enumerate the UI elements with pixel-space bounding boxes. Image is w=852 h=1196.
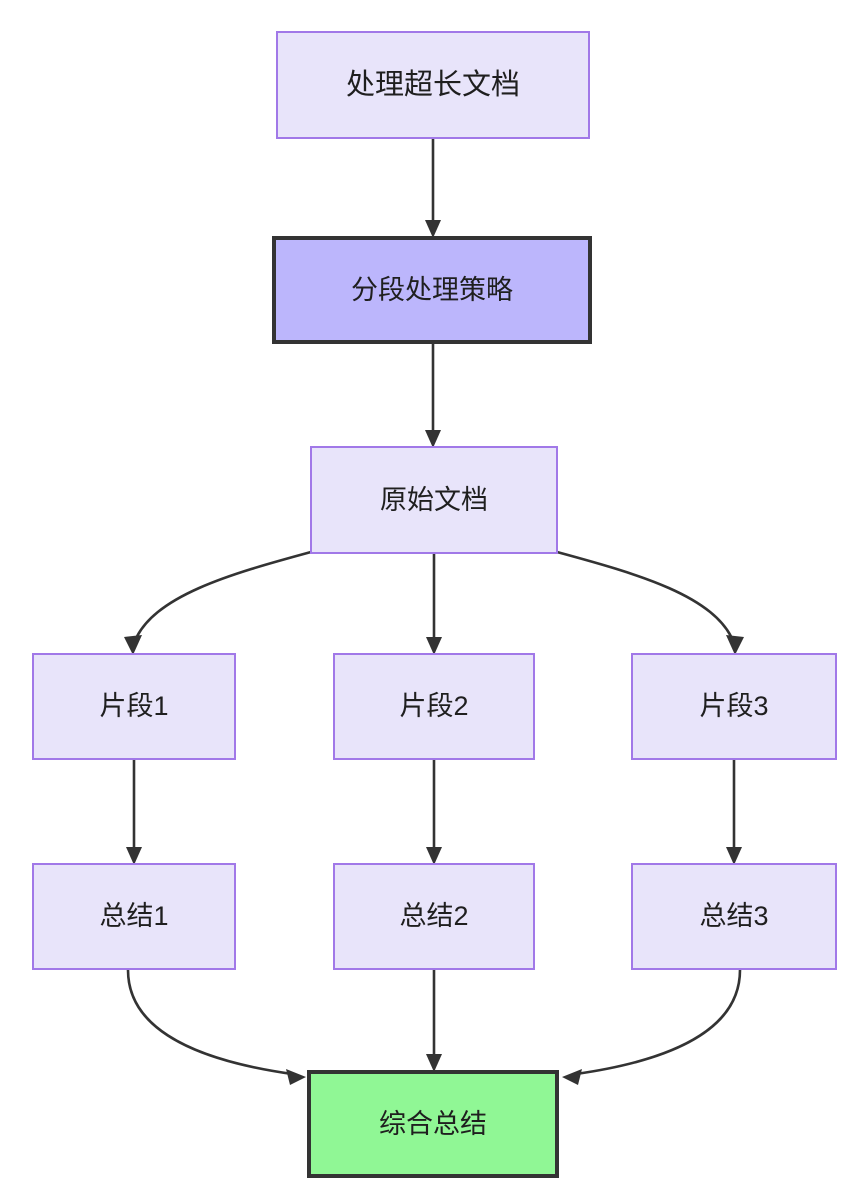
edge-chunk1-to-summary1 bbox=[126, 760, 142, 865]
node-chunk-2[interactable]: 片段2 bbox=[333, 653, 535, 760]
node-chunking-strategy[interactable]: 分段处理策略 bbox=[272, 236, 592, 344]
node-label: 原始文档 bbox=[380, 484, 488, 515]
node-label: 总结1 bbox=[99, 901, 169, 932]
edge-summary3-to-final bbox=[562, 969, 742, 1085]
edge-raw-doc-to-chunk1 bbox=[124, 550, 312, 655]
node-label: 综合总结 bbox=[379, 1108, 487, 1139]
node-summary-2[interactable]: 总结2 bbox=[333, 863, 535, 970]
node-label: 片段1 bbox=[99, 691, 169, 722]
node-label: 片段2 bbox=[399, 691, 469, 722]
edge-raw-doc-to-chunk3 bbox=[556, 550, 744, 655]
edge-chunk3-to-summary3 bbox=[726, 760, 742, 865]
edge-strategy-to-raw-doc bbox=[425, 344, 441, 448]
node-label: 处理超长文档 bbox=[345, 68, 520, 101]
node-chunk-3[interactable]: 片段3 bbox=[631, 653, 837, 760]
edge-doc-long-to-strategy bbox=[425, 139, 441, 238]
node-summary-1[interactable]: 总结1 bbox=[32, 863, 236, 970]
edge-chunk2-to-summary2 bbox=[426, 760, 442, 865]
node-summary-3[interactable]: 总结3 bbox=[631, 863, 837, 970]
node-chunk-1[interactable]: 片段1 bbox=[32, 653, 236, 760]
node-label: 总结3 bbox=[699, 901, 769, 932]
node-label: 总结2 bbox=[399, 901, 469, 932]
node-combined-summary[interactable]: 综合总结 bbox=[307, 1070, 559, 1178]
node-original-document[interactable]: 原始文档 bbox=[310, 446, 558, 554]
edge-summary2-to-final bbox=[426, 970, 442, 1072]
node-label: 分段处理策略 bbox=[351, 274, 513, 305]
node-process-long-document[interactable]: 处理超长文档 bbox=[276, 31, 590, 139]
edge-raw-doc-to-chunk2 bbox=[426, 554, 442, 655]
node-label: 片段3 bbox=[699, 691, 769, 722]
edge-summary1-to-final bbox=[126, 969, 306, 1085]
